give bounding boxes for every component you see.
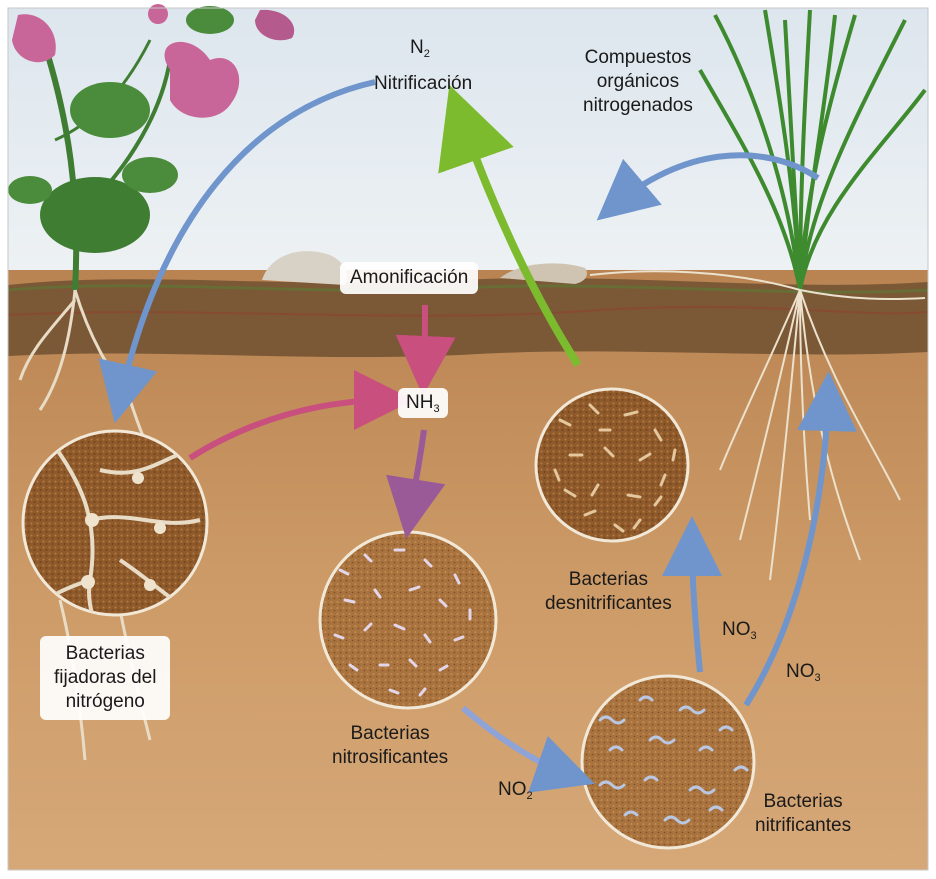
nitrosifying-bacteria-label: Bacterias nitrosificantes xyxy=(332,722,448,770)
no3-label-left: NO3 xyxy=(722,618,757,642)
nitrificacion-label: Nitrificación xyxy=(374,72,472,96)
magnified-denitrifying-bacteria xyxy=(536,389,688,541)
organic-compounds-label: Compuestos orgánicos nitrogenados xyxy=(583,46,693,118)
arrow-amonificacion-to-nh3 xyxy=(424,305,425,372)
no3-label-right: NO3 xyxy=(786,660,821,684)
magnified-nitrifying-bacteria xyxy=(582,676,754,848)
fixing-bacteria-label: Bacterias fijadoras del nitrógeno xyxy=(40,636,170,720)
amonificacion-label: Amonificación xyxy=(340,262,478,294)
nh3-label: NH3 xyxy=(398,388,448,418)
no2-label: NO2 xyxy=(498,778,533,802)
denitrifying-bacteria-label: Bacterias desnitrificantes xyxy=(545,568,672,616)
nitrifying-bacteria-label: Bacterias nitrificantes xyxy=(755,790,851,838)
n2-label: N2 xyxy=(410,36,430,60)
magnified-nitrosifying-bacteria xyxy=(320,532,496,708)
